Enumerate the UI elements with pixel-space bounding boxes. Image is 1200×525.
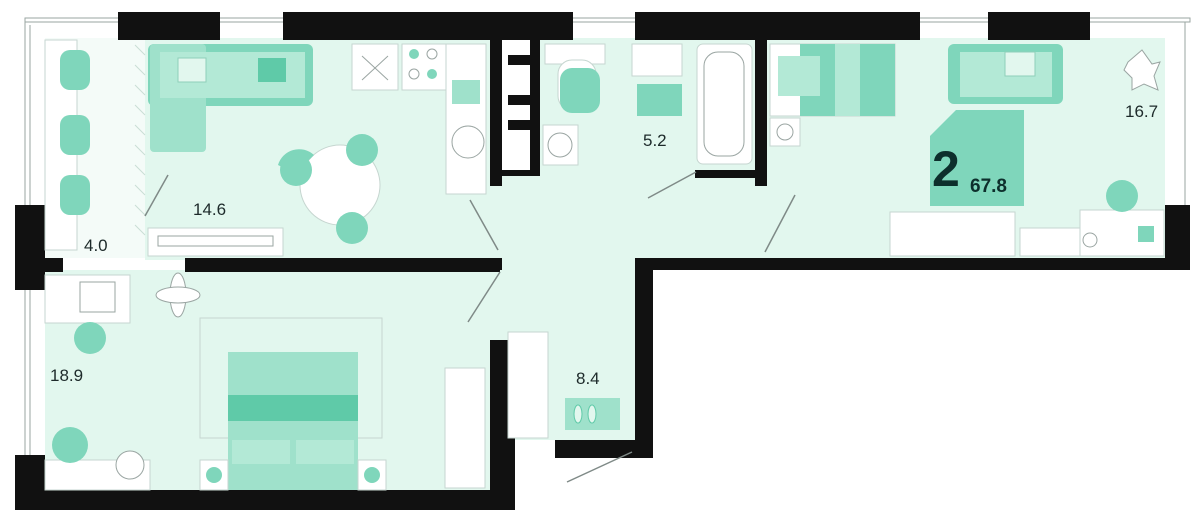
balcony-railing [134, 44, 146, 236]
doors [144, 171, 796, 483]
bedroom-furniture [44, 272, 486, 491]
apartment-badge [930, 110, 1024, 206]
area-label-kitchen-living: 14.6 [193, 200, 227, 219]
area-label-bathroom: 5.2 [643, 131, 667, 150]
area-label-bedroom: 18.9 [50, 366, 84, 385]
area-label-hallway: 8.4 [576, 369, 600, 388]
walls [15, 12, 1190, 510]
area-label-balcony: 4.0 [84, 236, 108, 255]
window-frames [24, 17, 1191, 455]
total-area: 67.8 [970, 176, 1007, 197]
right-room-furniture [769, 43, 1165, 257]
area-label-room-right: 16.7 [1125, 102, 1159, 121]
bathroom-fixtures [542, 43, 753, 166]
hallway-furniture [507, 331, 620, 439]
living-furniture [147, 43, 487, 257]
balcony-furniture [44, 39, 90, 251]
room-count: 2 [932, 141, 960, 197]
